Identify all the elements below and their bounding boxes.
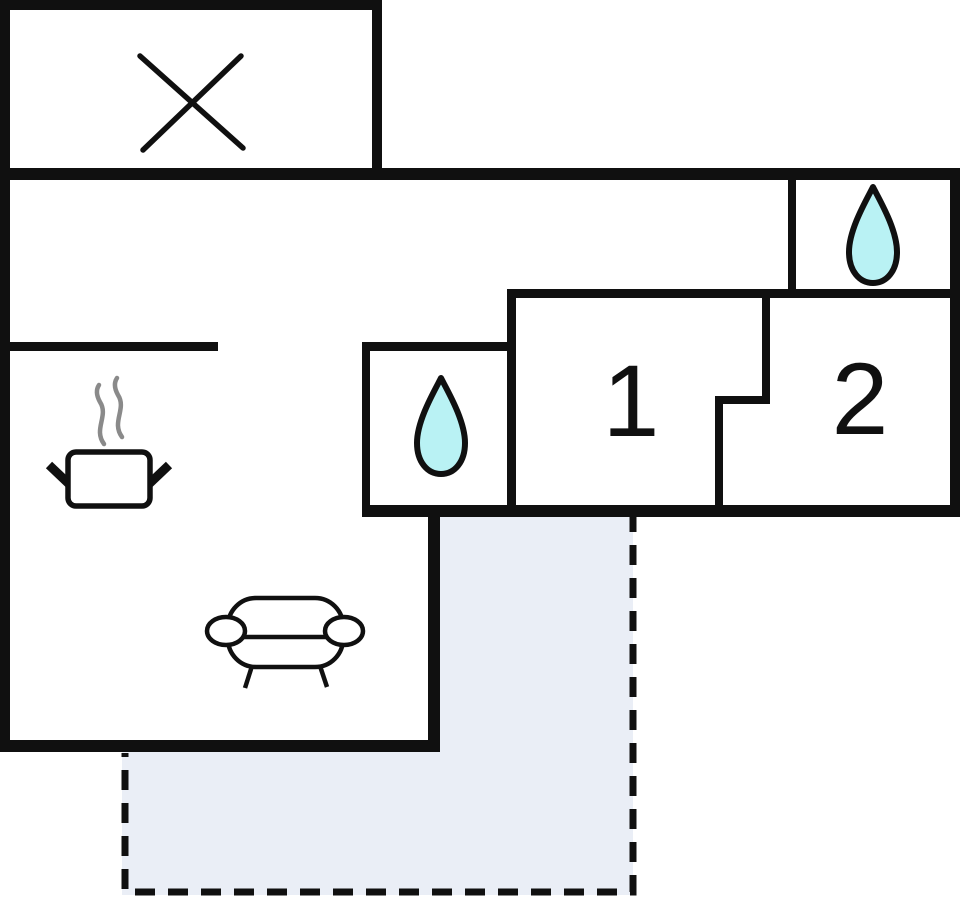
water-drop-icon — [414, 375, 468, 477]
bedroom-1-label: 1 — [603, 344, 660, 458]
sofa-armrest-right — [322, 614, 366, 648]
wall-xroom-top — [0, 0, 382, 10]
wall-living-right — [428, 505, 440, 752]
sofa-leg-left — [242, 665, 255, 689]
wall-outer-right — [950, 168, 960, 517]
walls — [0, 0, 960, 752]
wall-wc-left — [788, 178, 796, 296]
sofa-icon — [204, 595, 366, 689]
bedroom-2-label: 2 — [832, 342, 889, 456]
cooking-pot-steam-icon — [45, 375, 173, 509]
wall-divider-upper — [762, 289, 770, 404]
terrace-area — [121, 510, 637, 896]
wall-divider-step — [715, 396, 770, 404]
wall-living-bottom — [0, 740, 440, 752]
cross-x-icon — [137, 53, 246, 153]
steam-line-right — [112, 375, 125, 440]
wall-outer-left — [0, 0, 10, 752]
pot-body — [65, 449, 153, 509]
terrace-fill — [122, 510, 633, 895]
wall-bathroom-left — [362, 342, 370, 517]
wall-bedrooms-bottom — [362, 505, 960, 517]
room-hallway — [10, 180, 788, 342]
room-crossed-out — [10, 10, 372, 168]
terrace-dashed-border — [121, 512, 637, 896]
wall-bedroom1-left — [507, 289, 516, 517]
wall-divider-lower — [715, 396, 723, 517]
steam-line-left — [94, 382, 107, 447]
sofa-armrest-left — [204, 614, 248, 648]
wall-bedrooms-top — [510, 289, 960, 298]
wall-bathroom-top — [362, 342, 514, 351]
wall-xroom-right — [372, 0, 382, 178]
water-drop-icon — [846, 184, 900, 286]
wall-kitchen-top — [0, 342, 218, 351]
sofa-leg-right — [317, 665, 330, 688]
wall-main-top — [0, 168, 960, 180]
